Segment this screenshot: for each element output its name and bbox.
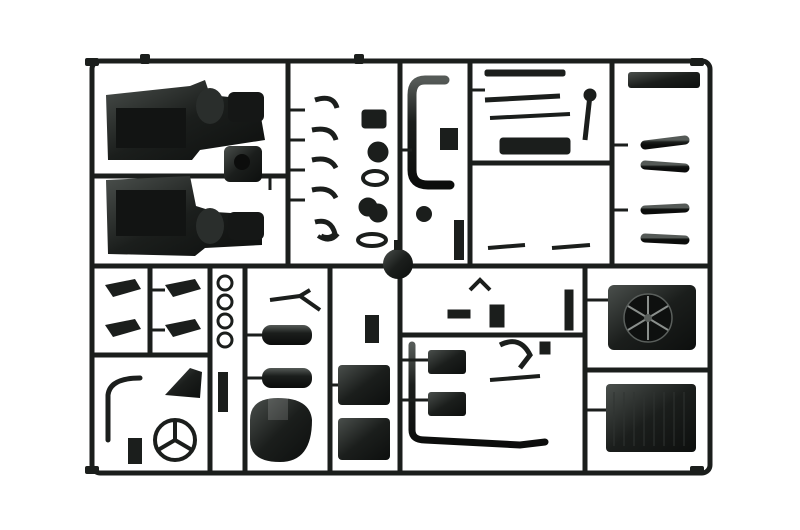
small-parts-column xyxy=(311,95,389,248)
brackets-pairs xyxy=(105,279,201,337)
fifth-wheel-plate xyxy=(250,398,312,462)
sprue-frame xyxy=(89,58,713,476)
battery-boxes xyxy=(428,350,466,416)
gearbox-part xyxy=(224,146,262,182)
frame-rails xyxy=(483,180,605,215)
misc-small-parts xyxy=(447,277,574,382)
radiator-core xyxy=(606,384,696,452)
sprue-hub xyxy=(383,240,413,279)
linkage-rods xyxy=(269,288,322,312)
radiator-top-bar xyxy=(628,72,700,88)
gear-lever xyxy=(105,375,143,443)
cab-panels xyxy=(338,315,390,460)
washer-rings xyxy=(216,274,234,349)
wiper-arms xyxy=(487,243,591,250)
attachment-gates xyxy=(150,88,628,412)
engine-block-upper xyxy=(106,80,265,160)
engine-block-lower xyxy=(106,176,264,256)
radiator-fan-shroud xyxy=(608,285,696,350)
exhaust-pipes xyxy=(407,70,464,260)
exhaust-tube-long xyxy=(408,341,549,449)
seat-part xyxy=(128,368,228,464)
fuel-tanks xyxy=(262,325,312,388)
sprue-corner-tabs xyxy=(85,54,704,474)
shock-absorbers xyxy=(640,135,690,245)
axle-linkage-parts xyxy=(484,69,597,155)
steering-wheel xyxy=(153,418,197,462)
